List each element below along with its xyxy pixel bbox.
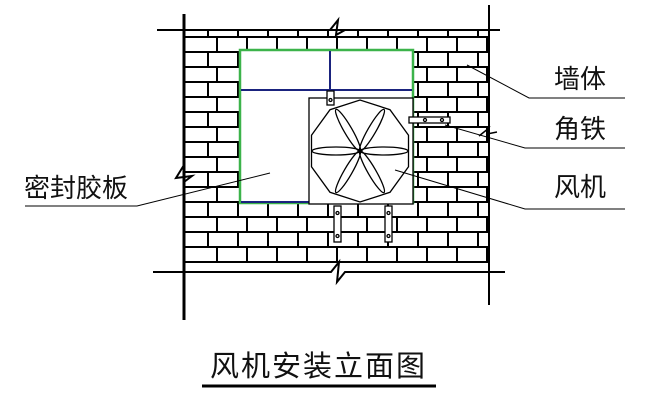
wall-boundary-lines: [153, 5, 505, 320]
break-symbol-left: [174, 164, 196, 183]
drawing-title: 风机安装立面图: [210, 349, 427, 383]
fan-blade: [358, 108, 386, 152]
leader-angle-iron: [444, 124, 625, 149]
label-sealing-board: 密封胶板: [24, 174, 128, 204]
sealing-board: [241, 51, 412, 203]
leader-fan: [394, 169, 625, 210]
break-symbol-right: [478, 125, 498, 137]
fan-blades: [311, 108, 409, 194]
label-wall: 墙体: [554, 65, 606, 95]
label-angle-iron: 角铁: [554, 115, 606, 145]
label-fan: 风机: [554, 173, 606, 203]
leader-sealing-board: [25, 172, 271, 207]
bottom-bracket-left: [333, 205, 342, 243]
angle-iron: [408, 116, 451, 124]
fan-unit: [308, 97, 414, 205]
leader-wall: [466, 64, 625, 99]
mounting-brackets: [326, 90, 451, 243]
bottom-bracket-right: [384, 205, 393, 243]
leader-lines: [25, 64, 625, 210]
